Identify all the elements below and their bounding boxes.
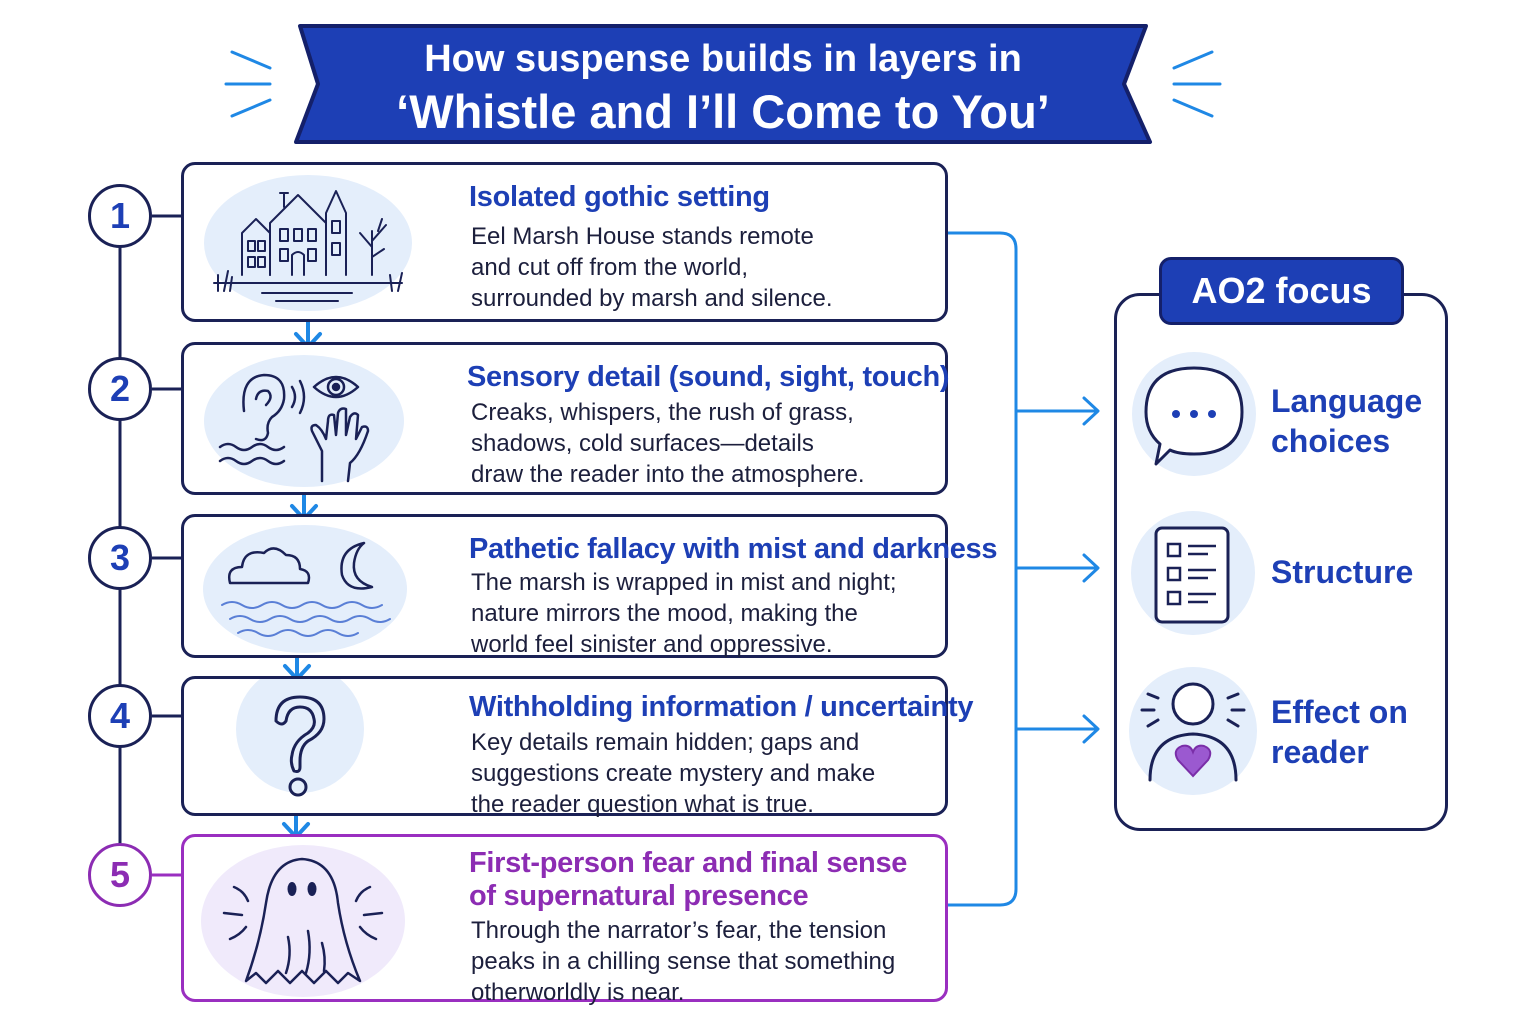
speech-bubble-icon — [1132, 352, 1256, 476]
step-card-4: Withholding information / uncertainty Ke… — [181, 676, 973, 818]
ao2-item-effect: Effect on reader — [1271, 694, 1408, 770]
gothic-house-icon — [204, 175, 412, 311]
step-title-4: Withholding information / uncertainty — [469, 691, 974, 723]
eye-icon — [312, 375, 360, 399]
step-number-4: 4 — [88, 684, 152, 748]
sparkle-lines-left-icon — [224, 50, 272, 118]
step-title-5-line-2: of supernatural presence — [469, 880, 809, 912]
step-body-2: Creaks, whispers, the rush of grass, sha… — [471, 399, 865, 488]
sparkle-lines-right-icon — [1172, 50, 1222, 118]
cloud-moon-mist-icon — [203, 525, 407, 653]
ao2-heading: AO2 focus — [1159, 257, 1404, 325]
hand-icon — [310, 407, 370, 483]
step-body-5: Through the narrator’s fear, the tension… — [471, 917, 896, 1006]
moon-icon — [340, 541, 374, 590]
ao2-item-language: Language choices — [1271, 383, 1423, 459]
title-line-1: How suspense builds in layers in — [424, 38, 1022, 80]
step-card-1: Isolated gothic setting Eel Marsh House … — [181, 162, 948, 322]
step-card-2: Sensory detail (sound, sight, touch) Cre… — [181, 342, 950, 495]
step-title-2: Sensory detail (sound, sight, touch) — [467, 361, 950, 393]
step-card-3: Pathetic fallacy with mist and darkness … — [181, 514, 998, 658]
question-mark-icon — [236, 679, 364, 797]
step-body-4: Key details remain hidden; gaps and sugg… — [471, 729, 876, 818]
step-number-2: 2 — [88, 357, 152, 421]
step-body-1: Eel Marsh House stands remote and cut of… — [471, 223, 833, 312]
ao2-item-structure: Structure — [1271, 554, 1414, 590]
cloud-icon — [228, 547, 311, 585]
checklist-icon — [1131, 511, 1255, 635]
step-number-1: 1 — [88, 184, 152, 248]
step-number-5: 5 — [88, 843, 152, 907]
step-card-5: First-person fear and final sense of sup… — [181, 834, 948, 1006]
step-body-3: The marsh is wrapped in mist and night; … — [471, 569, 897, 658]
title-banner — [224, 24, 1222, 144]
person-heart-icon — [1129, 667, 1257, 795]
step-title-5-line-1: First-person fear and final sense — [469, 847, 908, 879]
step-number-3: 3 — [88, 526, 152, 590]
ghost-icon — [201, 845, 405, 997]
senses-icon — [204, 355, 404, 487]
step-title-1: Isolated gothic setting — [469, 181, 770, 213]
ear-icon — [242, 373, 286, 442]
title-line-2: ‘Whistle and I’ll Come to You’ — [396, 85, 1050, 138]
step-title-3: Pathetic fallacy with mist and darkness — [469, 533, 998, 565]
